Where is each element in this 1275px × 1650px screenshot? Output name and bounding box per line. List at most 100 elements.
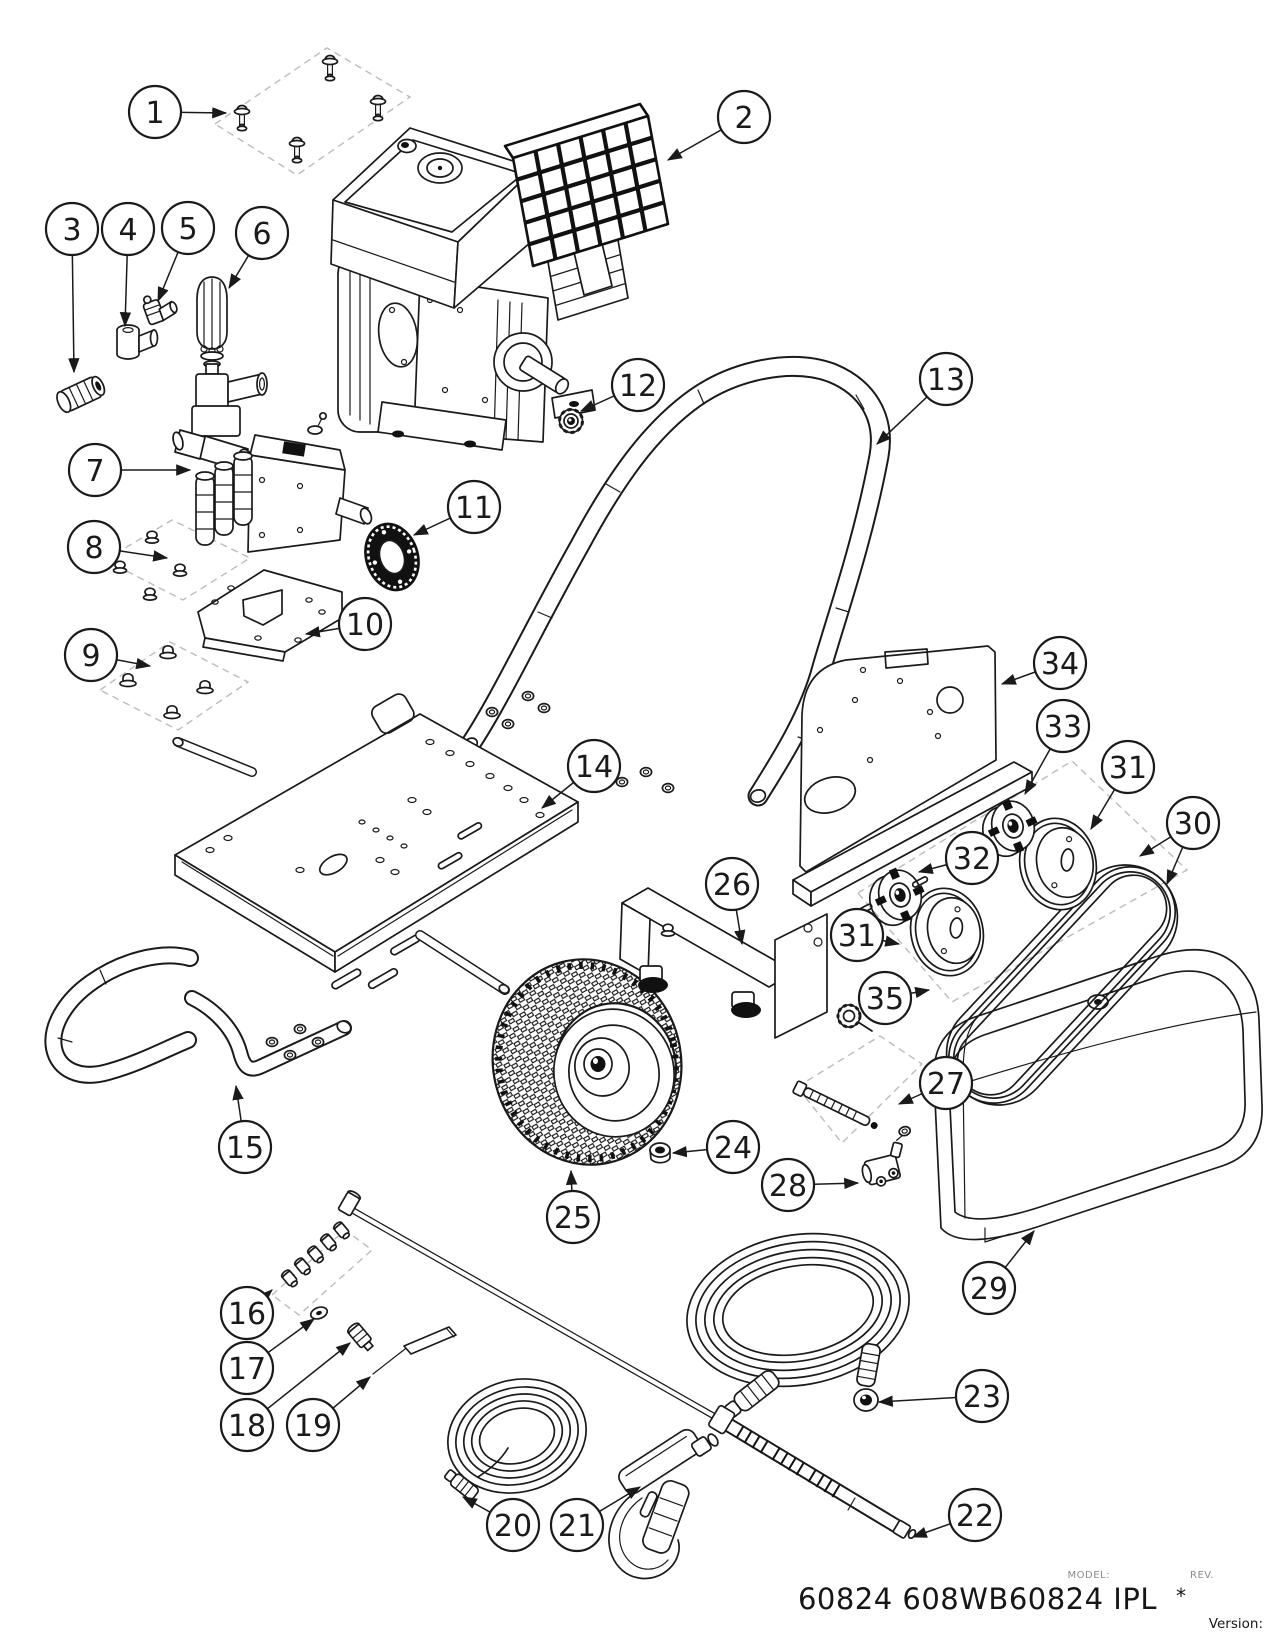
callout-circle-3 <box>44 201 100 257</box>
pump-assembly <box>195 411 373 553</box>
callout-circle-32 <box>944 830 1000 886</box>
callout-circle-33 <box>1035 698 1091 754</box>
hose-end-b <box>853 1342 881 1412</box>
callout-circle-15 <box>217 1119 273 1175</box>
callout-11: 11 <box>412 479 502 536</box>
callout-number-26: 26 <box>713 868 751 903</box>
callout-22: 22 <box>911 1487 1003 1543</box>
taper-hub-upper <box>981 798 1038 858</box>
hardware-box-9 <box>98 641 250 731</box>
callout-number-11: 11 <box>455 491 493 526</box>
callout-circle-12 <box>610 357 666 413</box>
callout-circle-34 <box>1032 635 1088 691</box>
callout-circle-6 <box>234 205 290 261</box>
model-label: MODEL: <box>1067 1570 1110 1581</box>
callout-4: 4 <box>100 201 156 328</box>
hose-plug-fitting <box>56 375 106 414</box>
callout-3: 3 <box>44 201 100 374</box>
callout-26: 26 <box>704 856 760 946</box>
callout-number-17: 17 <box>228 1352 266 1387</box>
callout-6: 6 <box>228 205 290 290</box>
callout-circle-30 <box>1165 795 1221 851</box>
callout-19: 19 <box>285 1376 371 1453</box>
callout-circle-31 <box>829 907 885 963</box>
callout-number-7: 7 <box>85 454 104 489</box>
high-pressure-hose <box>686 1232 910 1419</box>
ring-gear <box>364 522 420 592</box>
callout-number-32: 32 <box>953 842 991 877</box>
callout-number-21: 21 <box>558 1509 596 1544</box>
callout-circle-29 <box>961 1260 1017 1316</box>
taper-hub-lower <box>868 867 925 927</box>
callout-number-6: 6 <box>252 217 271 252</box>
chemical-hose <box>443 1378 588 1501</box>
callout-circle-19 <box>285 1397 341 1453</box>
support-leg-bracket <box>619 887 828 1039</box>
callout-17: 17 <box>219 1318 315 1396</box>
callout-circle-8 <box>66 519 122 575</box>
rev-label: REV. <box>1190 1570 1214 1581</box>
rev-value: * <box>1176 1584 1186 1608</box>
callout-circle-23 <box>954 1368 1010 1424</box>
callout-circle-20 <box>485 1497 541 1553</box>
callout-1: 1 <box>127 84 228 140</box>
callout-7: 7 <box>67 442 192 498</box>
hose-end-a <box>724 1370 780 1419</box>
callout-5: 5 <box>157 200 216 303</box>
callout-circle-9 <box>63 627 119 683</box>
callout-number-35: 35 <box>866 982 904 1017</box>
callout-number-4: 4 <box>118 213 137 248</box>
callout-circle-16 <box>219 1285 275 1341</box>
callout-8: 8 <box>66 519 169 575</box>
callout-number-33: 33 <box>1044 710 1082 745</box>
callout-30: 30 <box>1138 795 1221 886</box>
callout-33: 33 <box>1024 698 1091 796</box>
callout-28: 28 <box>760 1157 860 1213</box>
callout-circle-5 <box>160 200 216 256</box>
callout-number-19: 19 <box>294 1409 332 1444</box>
callout-circle-27 <box>918 1055 974 1111</box>
callout-circle-10 <box>337 596 393 652</box>
air-cleaner <box>503 102 670 268</box>
callout-29: 29 <box>961 1230 1035 1316</box>
callout-number-9: 9 <box>81 639 100 674</box>
axle-nut <box>649 1142 671 1164</box>
callout-number-22: 22 <box>956 1499 994 1534</box>
callout-circle-14 <box>566 738 622 794</box>
nozzle-cleaner-tool <box>372 1326 457 1375</box>
callout-circle-21 <box>549 1497 605 1553</box>
callout-circle-28 <box>760 1157 816 1213</box>
hardware-box-35 <box>856 760 1189 1003</box>
callout-circle-25 <box>545 1189 601 1245</box>
bolt-kit-8 <box>112 530 188 601</box>
elbow-fitting <box>116 324 159 360</box>
callout-number-12: 12 <box>619 369 657 404</box>
callout-32: 32 <box>917 830 1000 886</box>
callout-number-14: 14 <box>575 750 613 785</box>
callout-24: 24 <box>671 1119 761 1175</box>
engine <box>330 102 670 451</box>
base-plate-cutouts <box>318 693 483 990</box>
belt-cover <box>933 949 1263 1243</box>
callout-9: 9 <box>63 627 152 683</box>
pump-mount-bracket <box>197 569 343 662</box>
callout-number-25: 25 <box>554 1201 592 1236</box>
callout-circle-17 <box>219 1340 275 1396</box>
callout-circle-35 <box>857 970 913 1026</box>
lance-tube <box>337 1190 723 1423</box>
callout-number-3: 3 <box>62 213 81 248</box>
model-value: 60824 608WB60824 IPL <box>797 1582 1157 1616</box>
callout-circle-22 <box>947 1487 1003 1543</box>
lower-handle <box>44 946 352 1084</box>
callout-16: 16 <box>219 1285 275 1341</box>
belt-guard <box>792 645 1033 916</box>
callout-25: 25 <box>545 1169 601 1245</box>
callout-number-29: 29 <box>970 1272 1008 1307</box>
callout-number-34: 34 <box>1041 647 1079 682</box>
base-plate <box>172 693 579 995</box>
callout-circle-4 <box>100 201 156 257</box>
callout-number-18: 18 <box>228 1409 266 1444</box>
callout-number-27: 27 <box>927 1067 965 1102</box>
callout-circle-24 <box>705 1119 761 1175</box>
